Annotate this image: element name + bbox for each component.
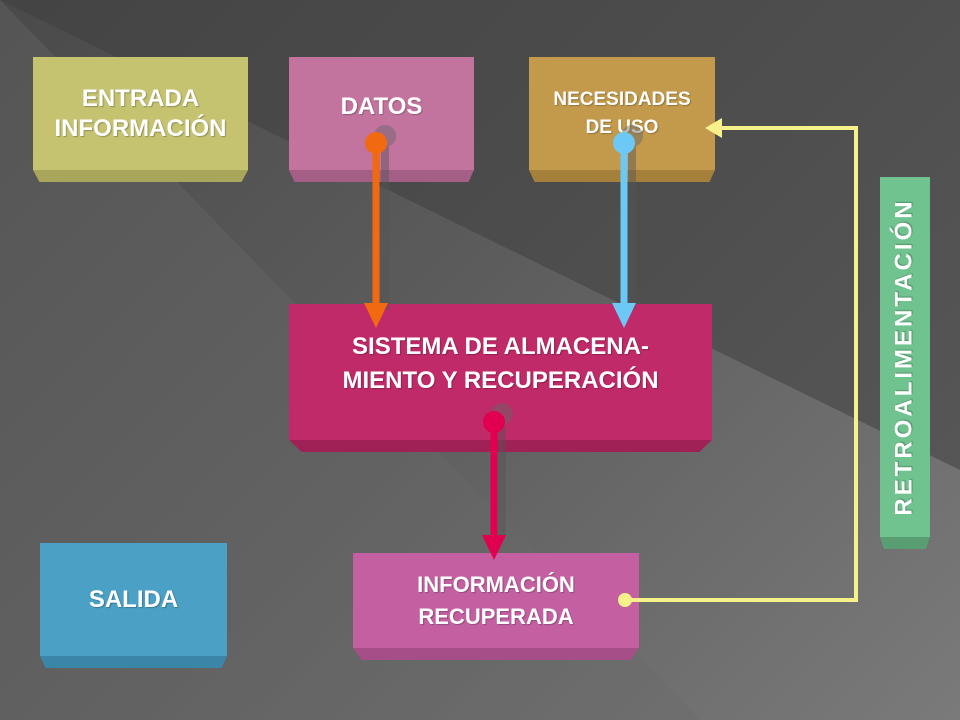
feedback-connector xyxy=(618,118,858,607)
datos-label: DATOS xyxy=(340,92,423,120)
sistema-line2: MIENTO Y RECUPERACIÓN xyxy=(342,367,659,394)
sistema-line1: SISTEMA DE ALMACENA- xyxy=(352,333,649,360)
datos-box: DATOS xyxy=(289,57,474,182)
informacion-recuperada-box: INFORMACIÓN RECUPERADA xyxy=(353,553,639,660)
entrada-line1: ENTRADA xyxy=(81,84,200,112)
datos-arrow xyxy=(364,132,388,328)
entrada-line2: INFORMACIÓN xyxy=(54,114,227,142)
necesidades-arrow xyxy=(612,132,636,328)
arrow-shadows xyxy=(374,125,643,535)
necesidades-line2: DE USO xyxy=(585,116,659,138)
salida-box: SALIDA xyxy=(40,543,227,668)
sistema-arrow xyxy=(482,411,506,560)
salida-label: SALIDA xyxy=(88,585,179,613)
necesidades-line1: NECESIDADES xyxy=(553,88,691,110)
recuperada-line2: RECUPERADA xyxy=(418,603,574,629)
recuperada-line1: INFORMACIÓN xyxy=(417,571,575,597)
entrada-informacion-box: ENTRADA INFORMACIÓN xyxy=(33,57,248,182)
retroalimentacion-box: RETROALIMENTACIÓN xyxy=(880,177,930,549)
